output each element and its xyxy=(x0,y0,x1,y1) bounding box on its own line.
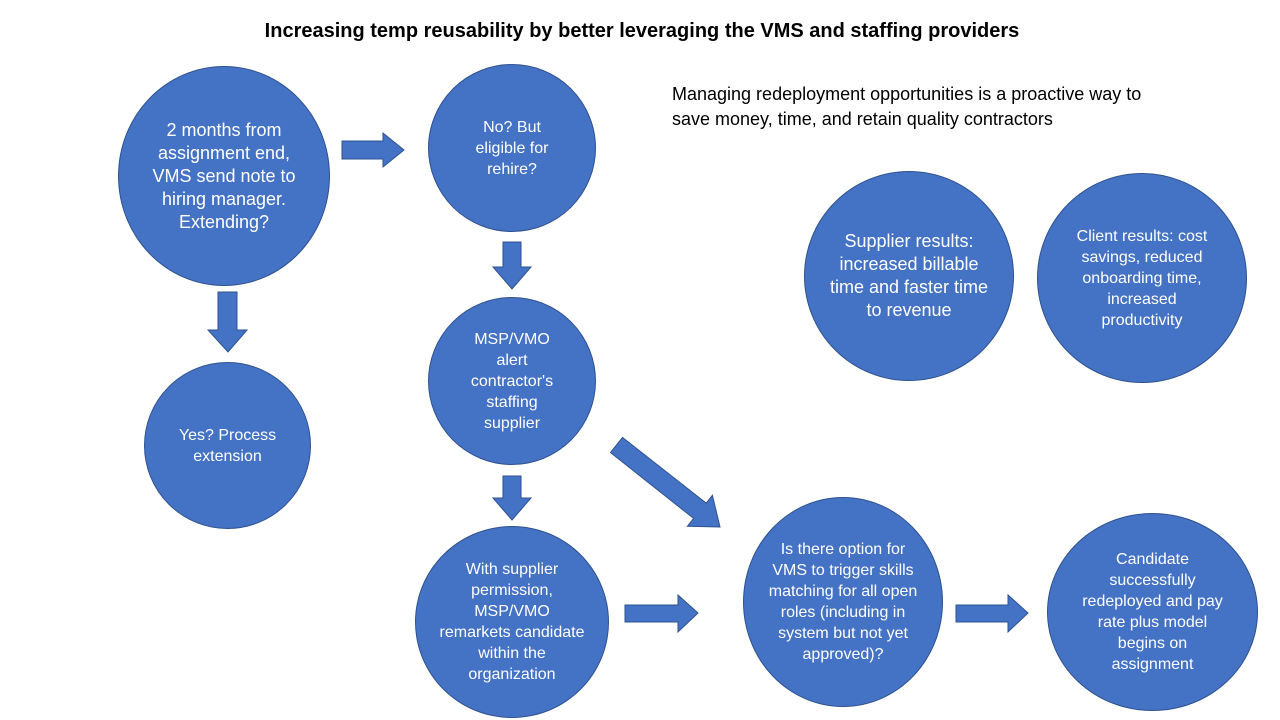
arrow-diagonal xyxy=(609,436,721,528)
arrow-right-1 xyxy=(341,131,405,169)
node-no-rehire: No? But eligible for rehire? xyxy=(428,64,596,232)
node-client-results: Client results: cost savings, reduced on… xyxy=(1037,173,1247,383)
node-remarket-label: With supplier permission, MSP/VMO remark… xyxy=(439,561,585,683)
node-yes-extension: Yes? Process extension xyxy=(144,362,311,529)
node-redeployed: Candidate successfully redeployed and pa… xyxy=(1047,513,1258,711)
node-skills-matching-label: Is there option for VMS to trigger skill… xyxy=(768,541,918,663)
node-client-results-label: Client results: cost savings, reduced on… xyxy=(1076,227,1208,329)
node-yes-extension-label: Yes? Process extension xyxy=(178,426,277,465)
arrow-down-3 xyxy=(491,475,533,521)
intro-text: Managing redeployment opportunities is a… xyxy=(672,84,1142,129)
node-supplier-results: Supplier results: increased billable tim… xyxy=(804,171,1014,381)
node-months-before-end: 2 months from assignment end, VMS send n… xyxy=(118,66,330,286)
node-alert-supplier: MSP/VMO alert contractor's staffing supp… xyxy=(428,297,596,465)
node-alert-supplier-label: MSP/VMO alert contractor's staffing supp… xyxy=(470,330,554,432)
node-no-rehire-label: No? But eligible for rehire? xyxy=(475,118,549,178)
arrow-right-2 xyxy=(624,593,699,634)
arrow-down-2 xyxy=(491,241,533,290)
node-skills-matching: Is there option for VMS to trigger skill… xyxy=(743,497,943,707)
arrow-right-3 xyxy=(955,593,1029,634)
node-months-before-end-label: 2 months from assignment end, VMS send n… xyxy=(152,119,296,232)
node-supplier-results-label: Supplier results: increased billable tim… xyxy=(829,231,989,320)
node-remarket: With supplier permission, MSP/VMO remark… xyxy=(415,526,609,718)
node-redeployed-label: Candidate successfully redeployed and pa… xyxy=(1082,551,1223,673)
arrow-down-1 xyxy=(206,291,249,353)
diagram-title: Increasing temp reusability by better le… xyxy=(264,20,1020,42)
